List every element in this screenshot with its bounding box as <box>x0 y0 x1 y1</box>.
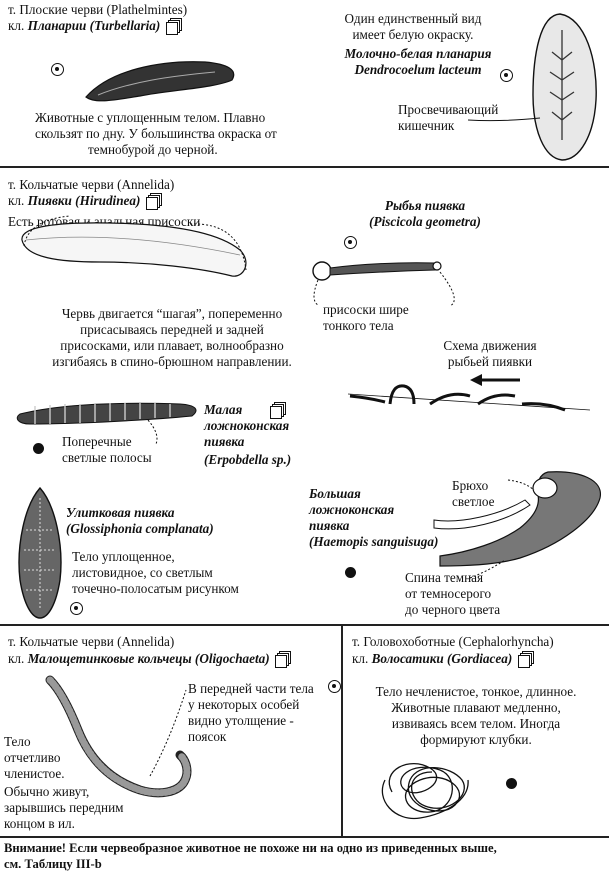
s2-snail-leech-lat: (Glossiphonia complanata) <box>66 521 214 536</box>
s3-body-4: Обычно живут, <box>4 784 90 799</box>
s1-white-name-lat: Dendrocoelum lacteum <box>354 62 482 77</box>
warning-line-1: Внимание! Если червеобразное животное не… <box>4 841 497 855</box>
s3-body-6: концом в ил. <box>4 816 75 831</box>
s4-type-heading: т. Головохоботные (Cephalorhyncha) <box>352 634 554 649</box>
s4-class-heading: кл. Волосатики (Gordiacea) <box>352 651 534 668</box>
warning-line-2: см. Таблицу III-b <box>4 857 102 871</box>
s2-movement-2: присасываясь передней и задней <box>80 322 264 337</box>
s2-small-leech-2: ложноконская <box>204 418 290 433</box>
s3-class-name: Малощетинковые кольчецы (Oligochaeta) <box>27 651 270 666</box>
s2-fish-leech-ru: Рыбья пиявка <box>384 198 466 213</box>
s2-class-prefix: кл. <box>8 193 25 208</box>
s3-body-3: членистое. <box>4 766 65 781</box>
s2-back-1: Спина темная <box>405 570 484 585</box>
s2-scheme-2: рыбьей пиявки <box>447 354 533 369</box>
s2-big-leech-3: пиявка <box>309 518 350 533</box>
s1-white-name-ru: Молочно-белая планария <box>344 46 492 61</box>
s4-desc-3: извиваясь всем телом. Иногда <box>391 716 561 731</box>
section-divider <box>0 166 609 168</box>
s3-class-prefix: кл. <box>8 651 25 666</box>
size-marker-icon <box>344 236 357 249</box>
s1-class-name: Планарии (Turbellaria) <box>27 18 161 33</box>
s1-white-note-2: имеет белую окраску. <box>352 27 474 42</box>
s3-type-heading: т. Кольчатые черви (Annelida) <box>8 634 175 649</box>
s3-body-5: зарывшись передним <box>4 800 124 815</box>
s3-thickening-1: В передней части тела <box>188 681 314 696</box>
book-reference-icon <box>274 651 291 668</box>
s2-big-leech-1: Большая <box>309 486 361 501</box>
size-marker-icon <box>328 680 341 693</box>
section-divider <box>341 624 343 836</box>
s1-class-prefix: кл. <box>8 18 25 33</box>
s2-big-leech-2: ложноконская <box>309 502 395 517</box>
s2-class-heading: кл. Пиявки (Hirudinea) <box>8 193 162 210</box>
s2-fish-suckers-2: тонкого тела <box>323 318 394 333</box>
book-reference-icon <box>145 193 162 210</box>
s1-desc-line-3: темнобурой до черной. <box>88 142 218 157</box>
book-reference-icon <box>165 18 182 35</box>
s2-small-leech-3: пиявка <box>204 434 245 449</box>
s2-type-heading: т. Кольчатые черви (Annelida) <box>8 177 175 192</box>
s2-scheme-1: Схема движения <box>443 338 537 353</box>
size-marker-icon <box>70 602 83 615</box>
s4-class-prefix: кл. <box>352 651 369 666</box>
section-divider <box>0 624 609 626</box>
s3-body-2: отчетливо <box>4 750 61 765</box>
s2-belly-2: светлое <box>452 494 495 509</box>
s3-thickening-4: поясок <box>188 729 227 744</box>
s2-snail-desc-2: листовидное, со светлым <box>72 565 213 580</box>
s3-thickening-3: видно утолщение - <box>188 713 294 728</box>
book-reference-icon <box>517 651 534 668</box>
s4-desc-2: Животные плавают медленно, <box>391 700 561 715</box>
s2-snail-leech-ru: Улитковая пиявка <box>66 505 175 520</box>
s1-class-heading: кл. Планарии (Turbellaria) <box>8 18 182 35</box>
s2-movement-3: присосками, или плавает, волнообразно <box>60 338 284 353</box>
s1-gut-label-2: кишечник <box>398 118 455 133</box>
size-marker-icon <box>506 778 517 789</box>
s2-small-leech-1: Малая <box>204 402 243 417</box>
s2-class-name: Пиявки (Hirudinea) <box>27 193 141 208</box>
size-marker-icon <box>33 443 44 454</box>
s4-desc-4: формируют клубки. <box>420 732 532 747</box>
s2-small-leech-4: (Erpobdella sp.) <box>204 452 292 467</box>
s2-movement-4: изгибаясь в спино-брюшном направлении. <box>52 354 292 369</box>
size-marker-icon <box>51 63 64 76</box>
s2-fish-leech-lat: (Piscicola geometra) <box>369 214 481 229</box>
s2-stripes-1: Поперечные <box>62 434 132 449</box>
book-reference-icon <box>270 402 286 419</box>
s4-desc-1: Тело нечленистое, тонкое, длинное. <box>375 684 577 699</box>
s2-stripes-2: светлые полосы <box>62 450 152 465</box>
s4-class-name: Волосатики (Gordiacea) <box>371 651 513 666</box>
size-marker-icon <box>345 567 356 578</box>
s1-desc-line-1: Животные с уплощенным телом. Плавно <box>35 110 266 125</box>
s2-snail-desc-3: точечно-полосатым рисунком <box>72 581 239 596</box>
size-marker-icon <box>500 69 513 82</box>
s2-belly-1: Брюхо <box>452 478 489 493</box>
s3-class-heading: кл. Малощетинковые кольчецы (Oligochaeta… <box>8 651 291 668</box>
s3-body-1: Тело <box>4 734 31 749</box>
s1-white-note-1: Один единственный вид <box>344 11 482 26</box>
section-divider <box>0 836 609 838</box>
s2-back-2: от темносерого <box>405 586 492 601</box>
s2-big-leech-4: (Haemopis sanguisuga) <box>309 534 439 549</box>
s3-thickening-2: у некоторых особей <box>188 697 300 712</box>
s2-movement-1: Червь двигается “шагая”, попеременно <box>61 306 283 321</box>
s2-back-3: до черного цвета <box>405 602 501 617</box>
s1-desc-line-2: скользят по дну. У большинства окраска о… <box>35 126 277 141</box>
s1-gut-label-1: Просвечивающий <box>398 102 499 117</box>
s2-snail-desc-1: Тело уплощенное, <box>72 549 175 564</box>
s1-type-heading: т. Плоские черви (Plathelmintes) <box>8 2 188 17</box>
s2-fish-suckers-1: присоски шире <box>323 302 409 317</box>
